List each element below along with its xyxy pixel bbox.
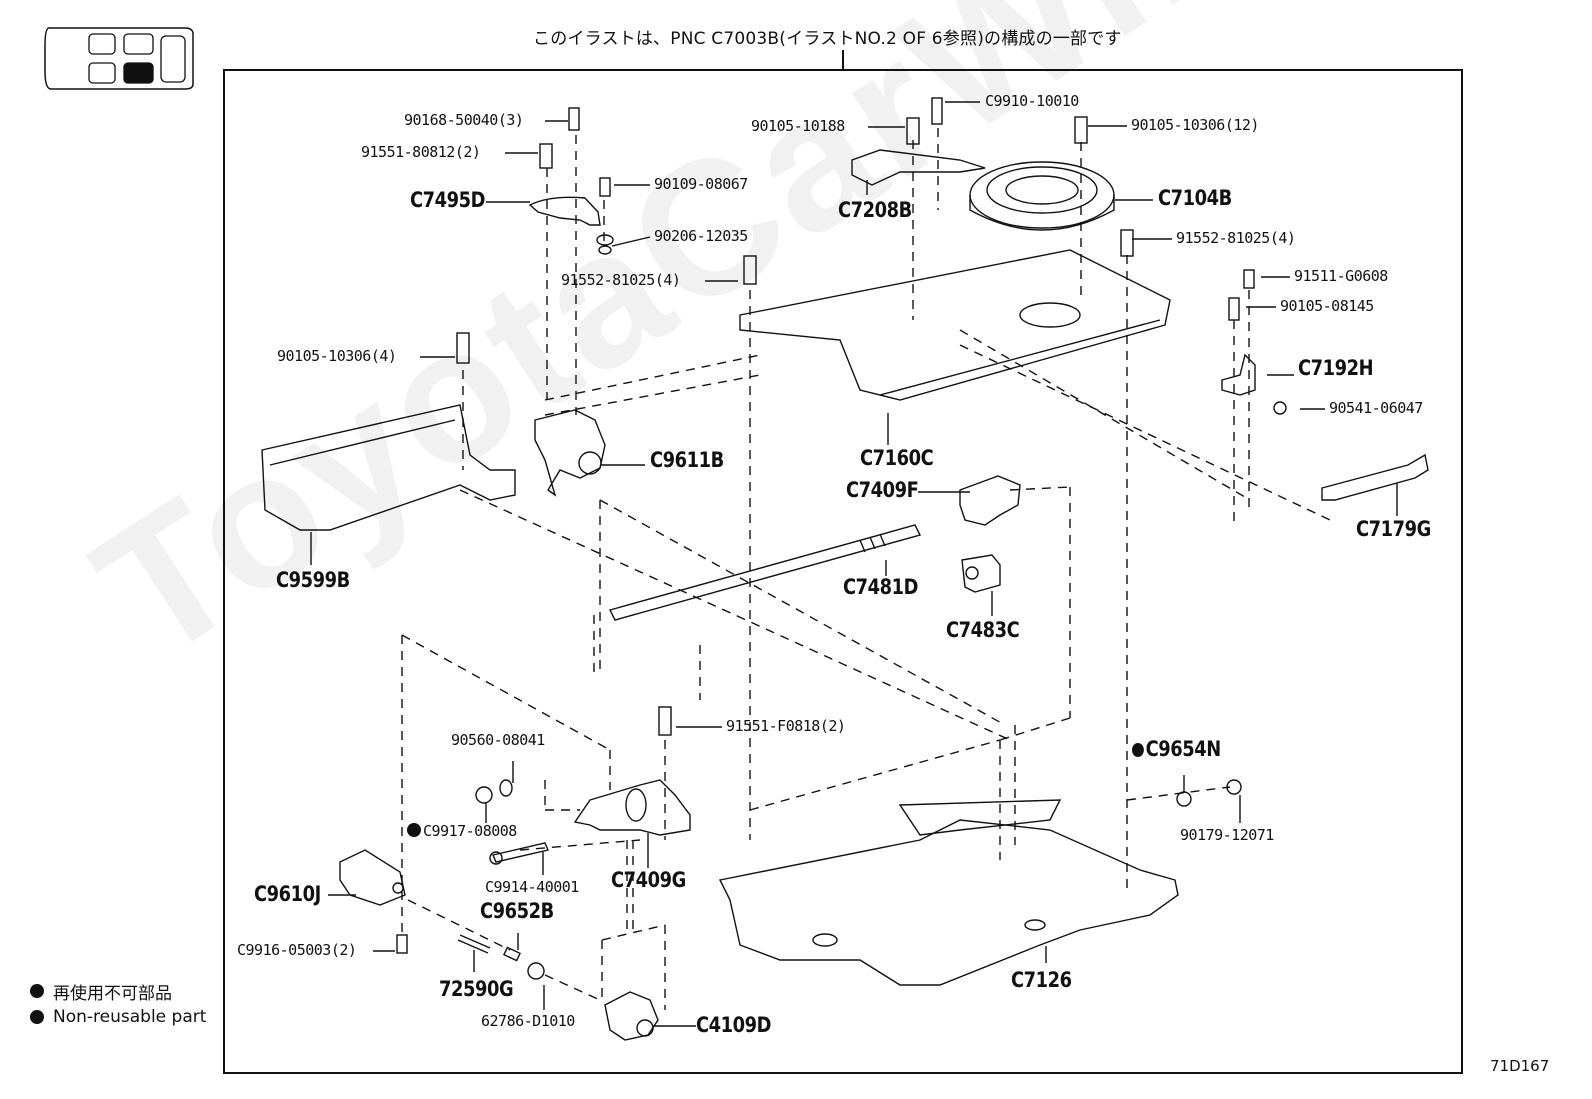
part-label-C9610J[interactable]: C9610J (254, 882, 321, 906)
part-label-90109-08067[interactable]: 90109-08067 (654, 175, 748, 193)
legend-row-en: Non-reusable part (30, 1004, 206, 1030)
part-label-C7483C[interactable]: C7483C (946, 618, 1020, 642)
part-label-91552-81025-left[interactable]: 91552-81025(4) (561, 271, 681, 289)
vehicle-seat-locator-icon (44, 27, 194, 90)
illustration-code: 71D167 (1490, 1057, 1550, 1075)
part-label-90206-12035[interactable]: 90206-12035 (654, 227, 748, 245)
part-label-62786-D1010[interactable]: 62786-D1010 (481, 1012, 575, 1030)
part-label-C7126[interactable]: C7126 (1011, 968, 1072, 992)
part-label-C4109D[interactable]: C4109D (696, 1013, 772, 1037)
part-label-C7409G[interactable]: C7409G (611, 868, 686, 892)
part-label-C9654N[interactable]: C9654N (1132, 739, 1221, 760)
part-label-C9910-10010[interactable]: C9910-10010 (985, 92, 1079, 110)
part-label-90105-10306-4[interactable]: 90105-10306(4) (277, 347, 397, 365)
part-label-91552-81025-right[interactable]: 91552-81025(4) (1176, 229, 1296, 247)
non-reusable-marker-icon (30, 984, 44, 998)
part-label-C9652B[interactable]: C9652B (480, 899, 554, 923)
part-label-C7208B[interactable]: C7208B (838, 198, 912, 222)
illustration-reference-note: このイラストは、PNC C7003B(イラストNO.2 OF 6参照)の構成の一… (533, 29, 1122, 49)
part-label-C9611B[interactable]: C9611B (650, 448, 724, 472)
part-label-90105-08145[interactable]: 90105-08145 (1280, 297, 1374, 315)
reference-pointer (842, 50, 844, 69)
part-outlines (261, 97, 1429, 1041)
part-label-90560-08041[interactable]: 90560-08041 (451, 731, 545, 749)
assembly-lines (401, 128, 1331, 1010)
bolt-icons (396, 97, 1255, 954)
seat-2-left (88, 62, 116, 84)
part-label-C7409F[interactable]: C7409F (846, 478, 919, 502)
part-label-91511-G0608[interactable]: 91511-G0608 (1294, 267, 1388, 285)
part-label-72590G[interactable]: 72590G (439, 977, 514, 1001)
part-label-C9916-05003[interactable]: C9916-05003(2) (237, 941, 357, 959)
non-reusable-marker-icon (407, 823, 421, 837)
part-label-C9599B[interactable]: C9599B (276, 568, 350, 592)
part-label-C7160C[interactable]: C7160C (860, 446, 934, 470)
seat-2-right-highlighted (123, 62, 154, 84)
seat-1-right (123, 33, 154, 55)
part-label-C7192H[interactable]: C7192H (1298, 356, 1374, 380)
part-label-90179-12071[interactable]: 90179-12071 (1180, 826, 1274, 844)
non-reusable-marker-icon (1132, 743, 1144, 757)
seat-1-left (88, 33, 116, 55)
part-label-C9914-40001[interactable]: C9914-40001 (485, 878, 579, 896)
legend-text-jp: 再使用不可部品 (53, 983, 172, 1004)
part-label-C7179G[interactable]: C7179G (1356, 517, 1431, 541)
legend: 再使用不可部品 Non-reusable part (30, 978, 206, 1030)
legend-row-jp: 再使用不可部品 (30, 978, 206, 1004)
part-label-91551-F0818[interactable]: 91551-F0818(2) (726, 717, 846, 735)
part-label-91551-80812[interactable]: 91551-80812(2) (361, 143, 481, 161)
illustration-frame (223, 69, 1463, 1074)
part-number: C9917-08008 (423, 822, 517, 840)
part-number: C9654N (1145, 737, 1222, 761)
part-label-C7481D[interactable]: C7481D (843, 575, 919, 599)
seat-3-bench (160, 35, 186, 83)
part-label-90105-10306-12[interactable]: 90105-10306(12) (1131, 116, 1259, 134)
legend-text-en: Non-reusable part (53, 1007, 207, 1027)
part-label-C9917-08008[interactable]: C9917-08008 (407, 823, 517, 839)
part-label-C7104B[interactable]: C7104B (1158, 186, 1232, 210)
non-reusable-marker-icon (30, 1010, 44, 1024)
part-label-90168-50040[interactable]: 90168-50040(3) (404, 111, 524, 129)
part-label-C7495D[interactable]: C7495D (410, 188, 486, 212)
part-label-90105-10188[interactable]: 90105-10188 (751, 117, 845, 135)
leader-lines (310, 101, 1398, 1027)
part-label-90541-06047[interactable]: 90541-06047 (1329, 399, 1423, 417)
